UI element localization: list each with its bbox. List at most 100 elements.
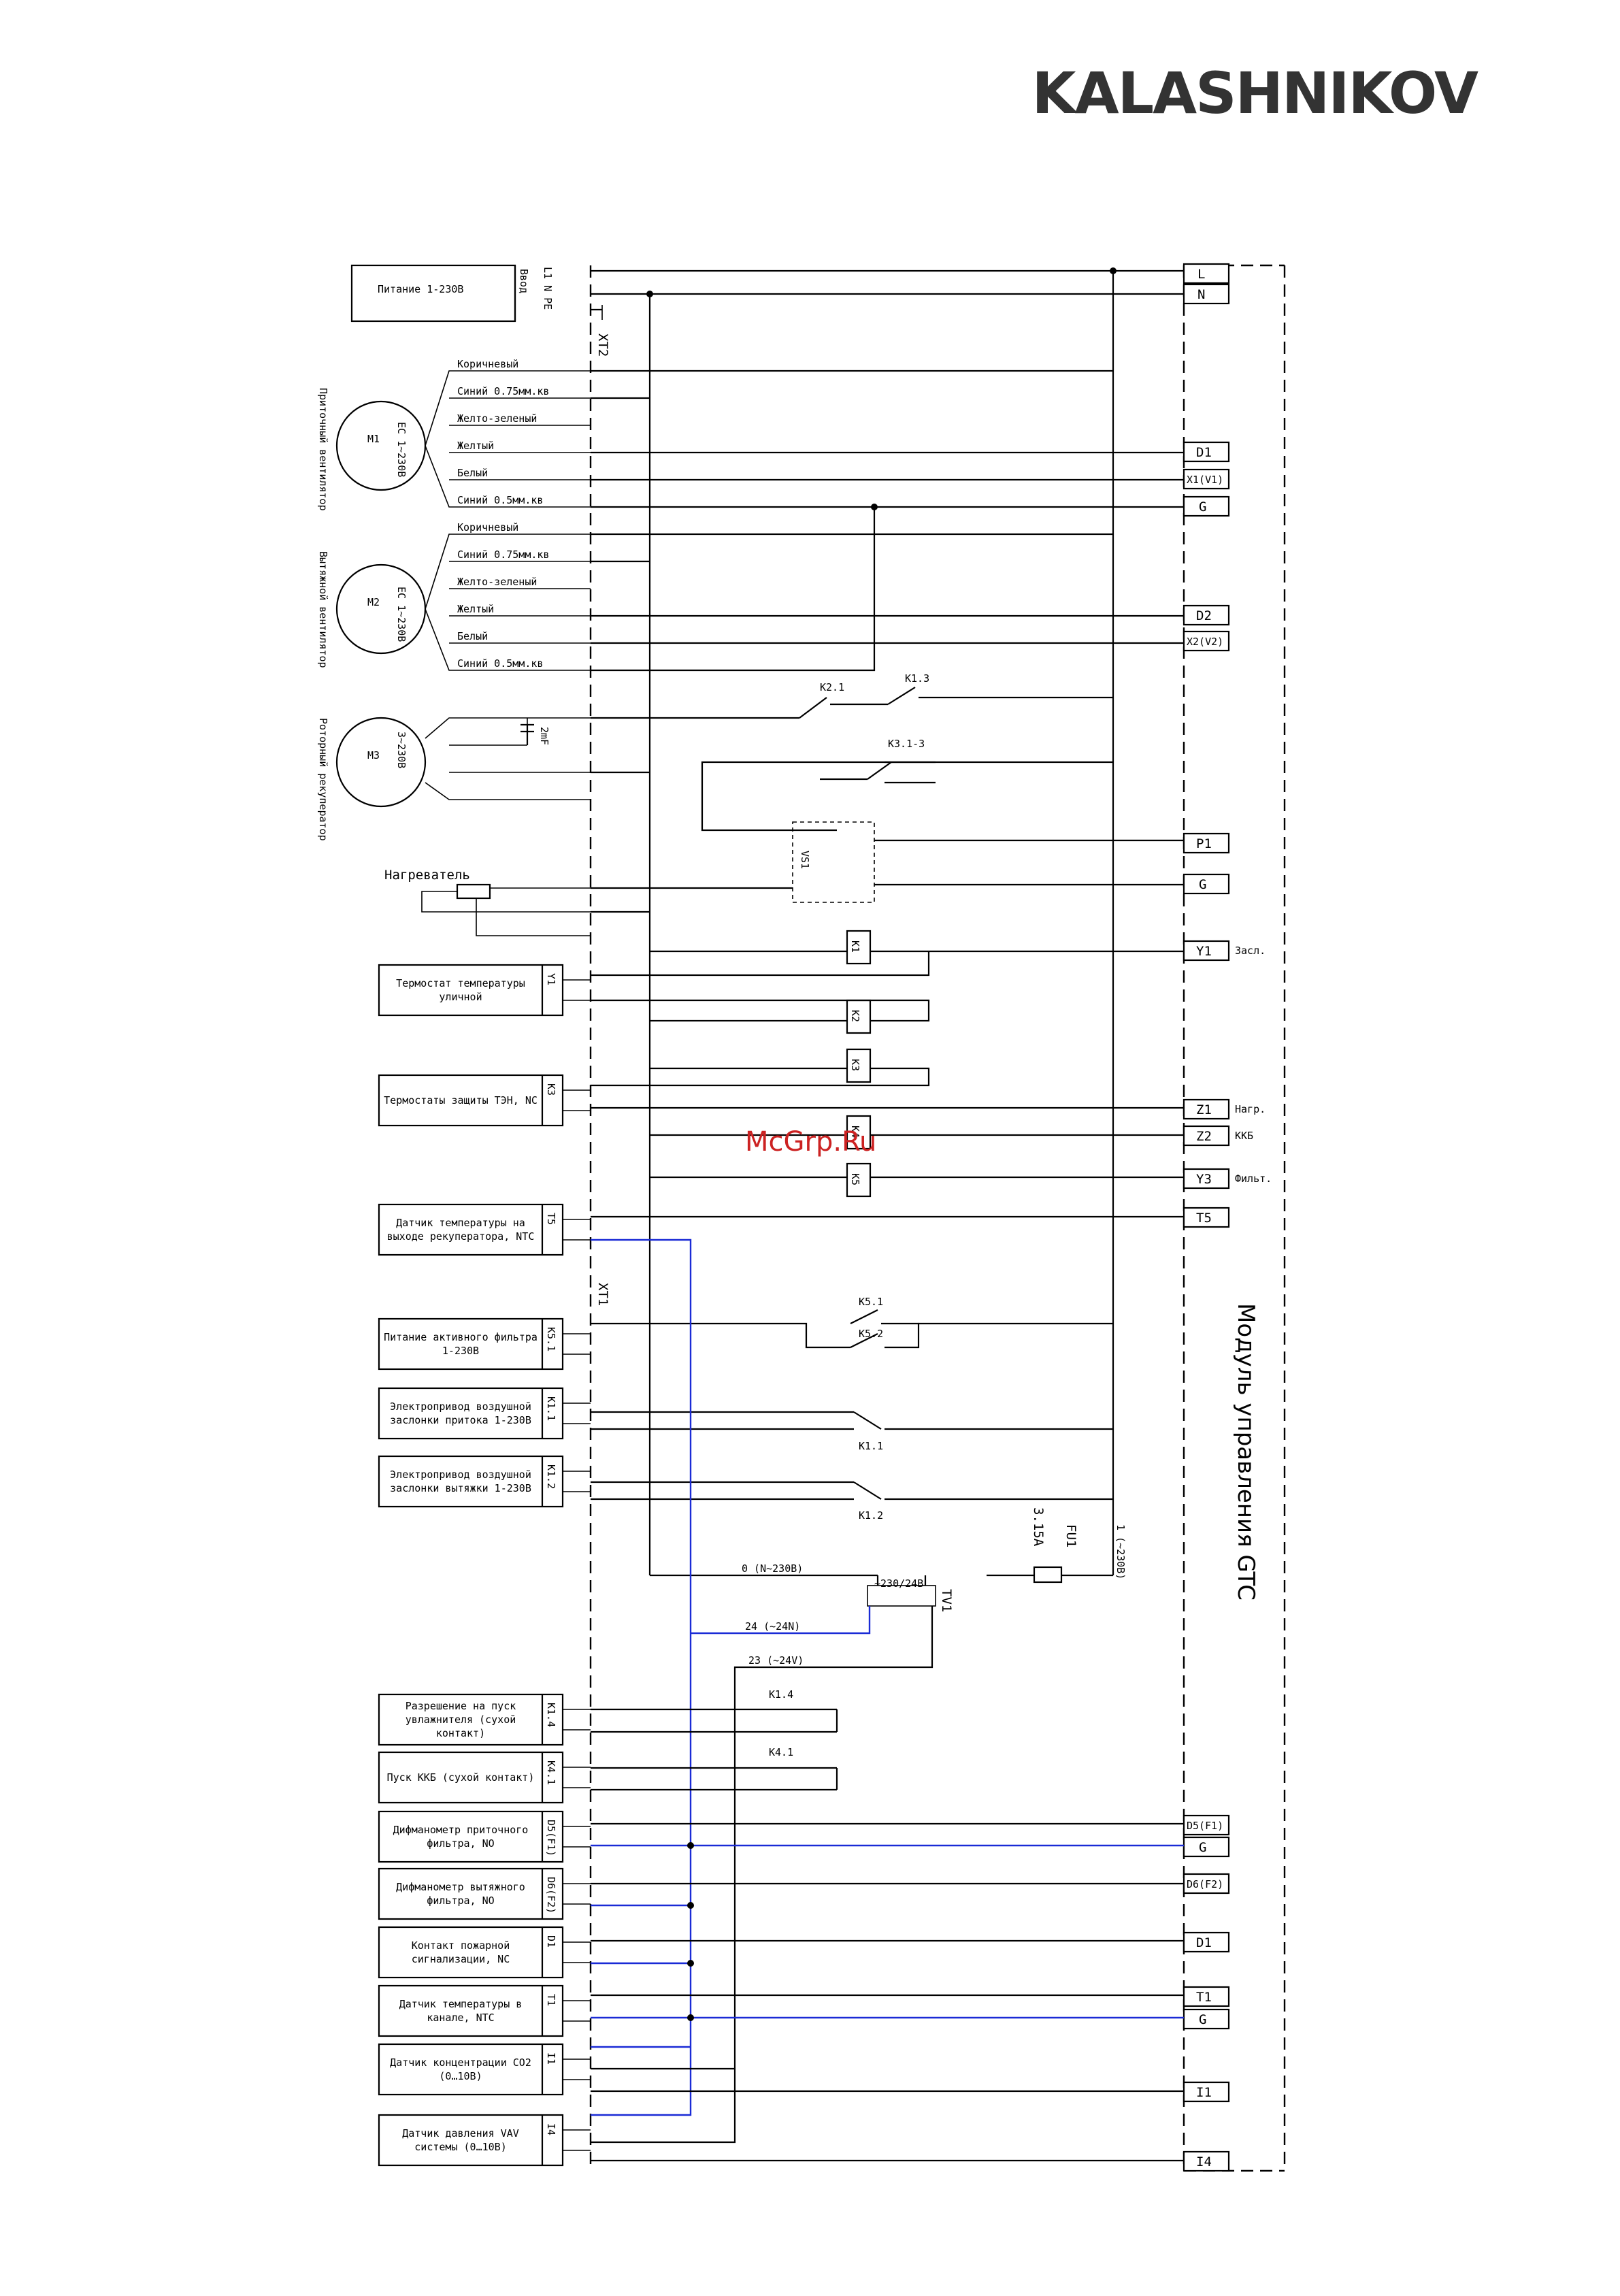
device-name: Электропривод воздушной <box>390 1469 531 1481</box>
device-frame <box>378 1867 564 1920</box>
device-name: Термостат температуры <box>396 977 525 989</box>
svg-text:G: G <box>1199 499 1206 514</box>
bus-label-low-n: 24 (~24N) <box>745 1620 800 1633</box>
module-terminal: G <box>1183 495 1230 517</box>
fan-m1-spec: EC 1~230В <box>395 422 408 477</box>
module-terminal-note: Нагр. <box>1235 1103 1266 1115</box>
bus-label-low-v: 23 (~24V) <box>748 1654 804 1667</box>
svg-text:G: G <box>1199 1840 1206 1855</box>
module-terminal: D2 <box>1183 604 1230 626</box>
device-tag: K1.4 <box>545 1703 557 1727</box>
device-frame <box>378 1455 564 1508</box>
svg-text:Желтый: Желтый <box>457 603 494 615</box>
device-name: Датчик концентрации CO2 <box>390 2056 531 2069</box>
power-input: Питание 1-230В Ввод L1 N PE <box>350 264 603 323</box>
device-frame <box>378 1387 564 1440</box>
contact-k31: K3.1-3 <box>888 738 925 750</box>
svg-text:D5(F1): D5(F1) <box>1187 1820 1223 1832</box>
power-input-tag: Ввод <box>518 269 530 293</box>
terminal-block-xt2: XT2 <box>595 333 610 357</box>
device-frame <box>378 2114 564 2167</box>
device-name: фильтра, NO <box>427 1837 494 1850</box>
device-tag: D5(F1) <box>545 1820 557 1856</box>
svg-text:K2: K2 <box>849 1010 861 1022</box>
contact-k14: K1.4 <box>769 1688 793 1701</box>
device-frame <box>378 1751 564 1804</box>
svg-text:Синий 0.75мм.кв: Синий 0.75мм.кв <box>457 385 549 397</box>
device-name: фильтра, NO <box>427 1895 494 1907</box>
device-frame <box>378 1926 564 1979</box>
transformer-id: TV1 <box>939 1589 954 1612</box>
device-name: выходе рекуператора, NTC <box>387 1230 535 1243</box>
svg-text:Белый: Белый <box>457 630 488 642</box>
svg-text:T1: T1 <box>1196 1990 1212 2005</box>
device-name: Дифманометр вытяжного <box>396 1881 525 1893</box>
device-name: Разрешение на пуск <box>406 1700 516 1712</box>
svg-text:G: G <box>1199 2012 1206 2027</box>
device-tag: K5.1 <box>545 1327 557 1351</box>
svg-text:P1: P1 <box>1196 836 1212 851</box>
contact-k52: K5.2 <box>859 1328 883 1340</box>
device-name: Термостаты защиты ТЭН, NC <box>384 1094 538 1106</box>
bus-label-n: 0 (N~230В) <box>742 1562 803 1575</box>
device-box: Датчик концентрации CO2(0…10В)I1 <box>378 2043 591 2096</box>
device-frame <box>378 1074 564 1127</box>
device-name: заслонки притока 1-230В <box>390 1414 531 1426</box>
signal-wires: K2.1 K1.3 K3.1-3 VS1 K1 K2 K3 K4 K5 <box>591 370 1184 2162</box>
svg-text:M1: M1 <box>367 433 380 445</box>
device-name: Датчик температуры в <box>399 1998 523 2010</box>
buses: 0 (N~230В) 1 (~230В) <box>591 267 1184 1579</box>
svg-text:M3: M3 <box>367 749 380 761</box>
power-input-title: Питание 1-230В <box>378 283 463 295</box>
svg-text:N: N <box>1197 287 1205 302</box>
device-name: уличной <box>439 991 482 1003</box>
svg-text:Z2: Z2 <box>1196 1129 1212 1144</box>
bus-label-l: 1 (~230В) <box>1114 1524 1127 1579</box>
device-frame <box>378 1203 564 1256</box>
contact-k11: K1.1 <box>859 1440 883 1452</box>
module-terminal: P1 <box>1183 832 1230 854</box>
device-name: канале, NTC <box>427 2012 494 2024</box>
device-frame <box>378 1693 564 1746</box>
device-box: Пуск ККБ (сухой контакт)K4.1 <box>378 1751 591 1804</box>
device-tag: D6(F2) <box>545 1877 557 1914</box>
module-terminal: T5 <box>1183 1207 1230 1228</box>
module-terminals: L N D1 X1(V1) G D2 X2(V2) P1 G Y1 Z1 Z2 … <box>1183 263 1272 2172</box>
contact-k13: K1.3 <box>905 672 929 685</box>
svg-text:K5: K5 <box>849 1173 861 1185</box>
svg-text:Коричневый: Коричневый <box>457 358 518 370</box>
device-name: сигнализации, NC <box>412 1953 510 1965</box>
heater: Нагреватель <box>384 868 591 936</box>
svg-text:Желтый: Желтый <box>457 440 494 452</box>
fuse-id: FU1 <box>1063 1524 1078 1547</box>
svg-text:D1: D1 <box>1196 445 1212 460</box>
device-list: Термостат температурыуличнойY1Термостаты… <box>378 964 591 2167</box>
device-name: Датчик температуры на <box>396 1217 525 1229</box>
fan-m2-name: Вытяжной вентилятор <box>317 551 329 668</box>
transformer-ratio: ~230/24В <box>874 1577 923 1590</box>
terminal-block-xt1: XT1 <box>595 1283 610 1306</box>
svg-text:D2: D2 <box>1196 608 1212 623</box>
module-title: Модуль управления GTC <box>1232 1303 1259 1601</box>
device-name: Пуск ККБ (сухой контакт) <box>387 1771 535 1784</box>
svg-text:K3: K3 <box>849 1059 861 1071</box>
device-tag: K1.2 <box>545 1464 557 1489</box>
device-name: Дифманометр приточного <box>393 1824 529 1836</box>
device-name: 1-230В <box>442 1345 479 1357</box>
rotor-m3: M3 3~230В Роторный рекуператор 2mF <box>317 717 591 841</box>
module-terminal: Y3 <box>1183 1168 1230 1190</box>
device-frame <box>378 1984 564 2037</box>
module-terminal: I1 <box>1183 2081 1230 2103</box>
fan-m2-spec: EC 1~230В <box>395 587 408 642</box>
module-terminal: L <box>1183 263 1230 284</box>
module-terminal: Y1 <box>1183 940 1230 962</box>
device-tag: K1.1 <box>545 1396 557 1421</box>
svg-text:I4: I4 <box>1196 2154 1212 2169</box>
module-terminal-note: Засл. <box>1235 945 1266 957</box>
module-terminal-note: ККБ <box>1235 1130 1253 1142</box>
